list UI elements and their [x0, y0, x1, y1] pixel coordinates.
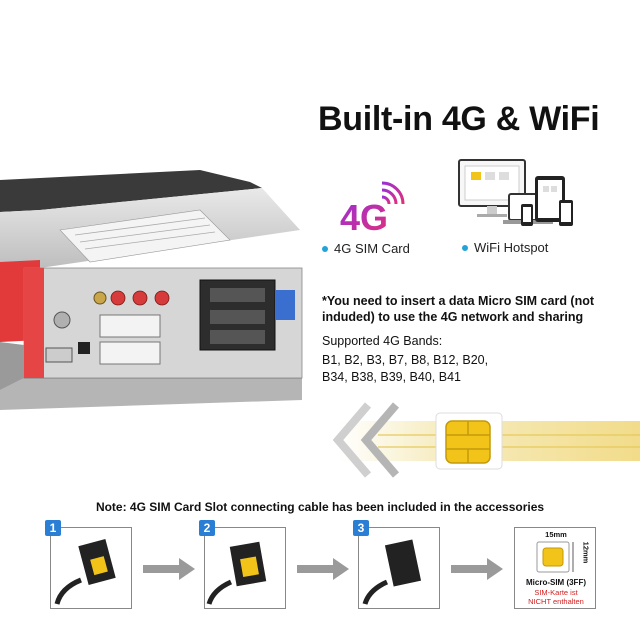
bands-title: Supported 4G Bands:	[322, 334, 443, 348]
sim-card-label: 4G SIM Card	[334, 241, 410, 256]
sim-insertion-illustration	[332, 402, 640, 478]
arrow-right-icon	[451, 558, 503, 580]
headline: Built-in 4G & WiFi	[318, 100, 600, 138]
car-stereo-rear-illustration	[0, 170, 303, 410]
sim-requirement-note: *You need to insert a data Micro SIM car…	[322, 294, 595, 324]
sim-not-included-line-1: SIM-Karte ist	[534, 588, 578, 597]
sim-card-feature: 4G SIM Card	[322, 241, 410, 256]
wifi-devices-icon	[458, 159, 573, 226]
arrow-right-icon	[143, 558, 195, 580]
bullet-dot-icon	[322, 245, 328, 252]
step-3-box: 3	[353, 520, 440, 609]
step-1-box: 1	[45, 520, 132, 609]
sim-cable-step-1-icon	[54, 539, 116, 605]
step-2-box: 2	[199, 520, 286, 609]
step-3-number: 3	[353, 520, 369, 536]
micro-sim-box: 15mm 12mm Micro-SIM (3FF) SIM-Karte ist …	[514, 527, 596, 609]
sim-cable-step-3-icon	[362, 539, 422, 605]
4g-logo-icon: 4G	[340, 181, 405, 238]
bands-list: B1, B2, B3, B7, B8, B12, B20, B34, B38, …	[322, 352, 622, 386]
wifi-hotspot-label: WiFi Hotspot	[474, 240, 549, 255]
accessory-note: Note: 4G SIM Card Slot connecting cable …	[95, 500, 545, 514]
wifi-hotspot-feature: WiFi Hotspot	[462, 240, 548, 255]
sim-not-included-line-2: NICHT enthalten	[528, 597, 584, 606]
micro-sim-card-icon	[536, 541, 574, 573]
arrow-right-icon	[297, 558, 349, 580]
bands-line-2: B34, B38, B39, B40, B41	[322, 370, 461, 384]
micro-sim-width: 15mm	[545, 530, 567, 539]
sim-cable-step-2-icon	[206, 541, 267, 605]
micro-sim-label: Micro-SIM (3FF)	[526, 578, 586, 587]
bullet-dot-icon	[462, 244, 468, 251]
step-1-number: 1	[45, 520, 61, 536]
bands-line-1: B1, B2, B3, B7, B8, B12, B20,	[322, 353, 489, 367]
4g-logo-text: 4G	[340, 197, 388, 238]
step-2-number: 2	[199, 520, 215, 536]
